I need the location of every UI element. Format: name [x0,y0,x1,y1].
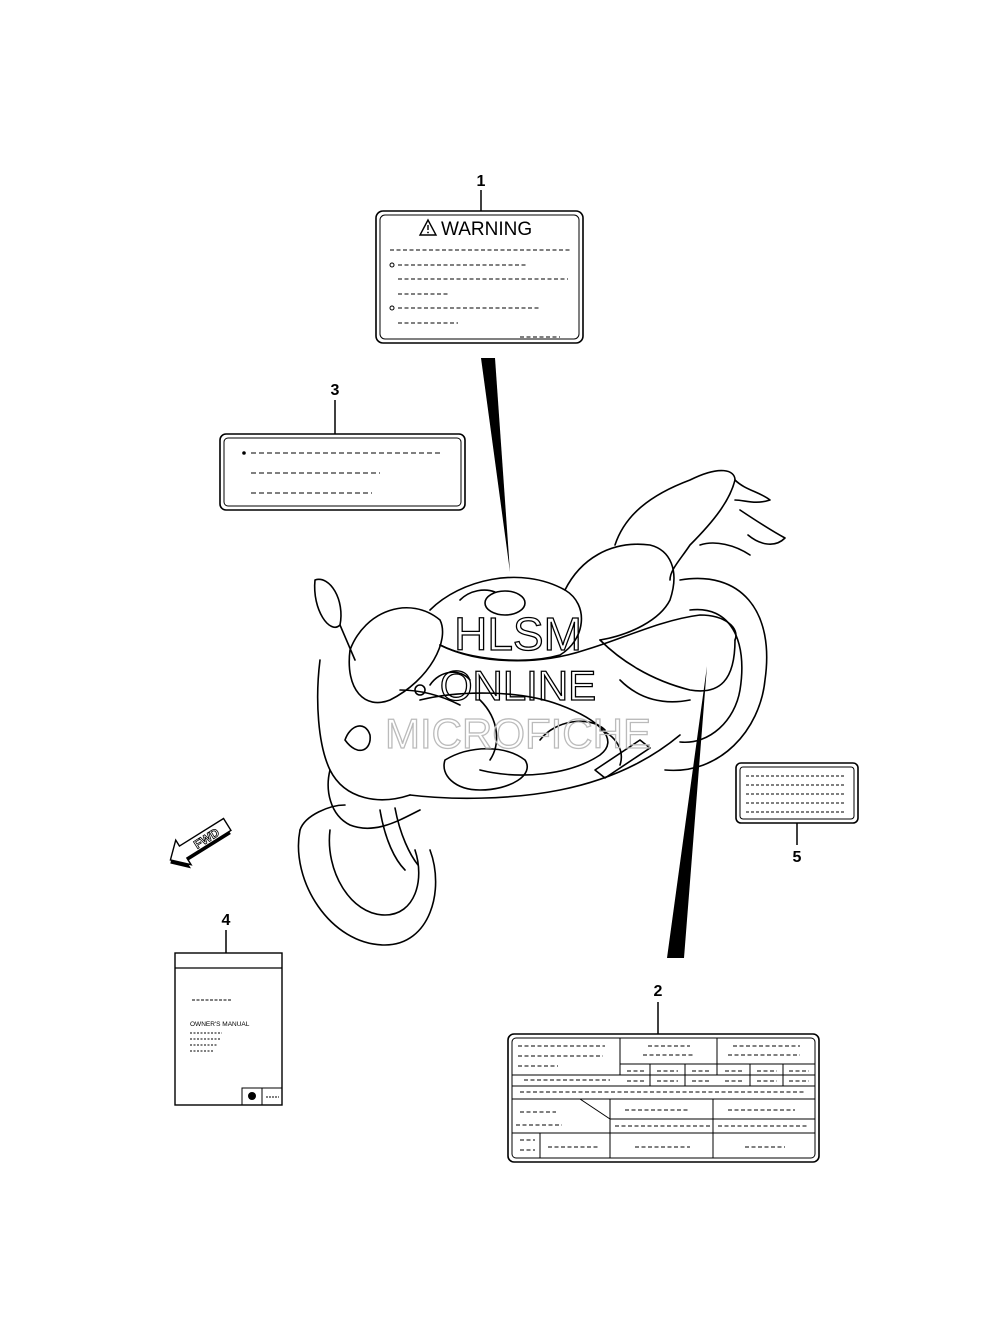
part-3-label[interactable]: 3 [219,382,466,511]
label-5-text-lines [746,775,846,813]
fwd-arrow-icon: FWD [169,817,232,869]
callout-number-3: 3 [331,382,340,399]
callout-number-1: 1 [477,173,486,190]
part-2-info-label[interactable]: 2 [507,983,820,1163]
owners-manual-title: OWNER'S MANUAL [190,1021,250,1028]
label-3-text-lines [251,452,440,494]
label-2-grid [512,1038,815,1158]
bullet-icon [389,305,395,311]
callout-number-4: 4 [222,912,231,929]
leader-wedge-2 [667,666,707,958]
label-2-text-lines [516,1045,809,1151]
warning-text-lines [390,249,570,338]
leader-wedge-1 [481,358,510,572]
callout-number-5: 5 [793,849,802,866]
bullet-icon [242,451,246,455]
warning-triangle-icon [418,218,438,236]
part-4-owners-manual[interactable]: 4 OWNER'S MANUAL [174,912,283,1106]
callout-number-2: 2 [654,983,663,1000]
watermark: HLSM ONLINE MICROFICHE [384,607,651,757]
manual-text-lines [190,1032,222,1052]
watermark-line-1: HLSM [454,608,582,660]
watermark-line-3: MICROFICHE [385,710,651,757]
motorcycle-outline [297,469,786,946]
part-1-warning-label[interactable]: 1 WARNING [375,173,584,344]
watermark-line-2: ONLINE [440,662,596,709]
part-5-label[interactable]: 5 [735,762,859,866]
brand-logo-icon [248,1092,256,1100]
leader-lines [481,358,707,958]
bullet-icon [389,262,395,268]
warning-title: WARNING [441,219,532,240]
